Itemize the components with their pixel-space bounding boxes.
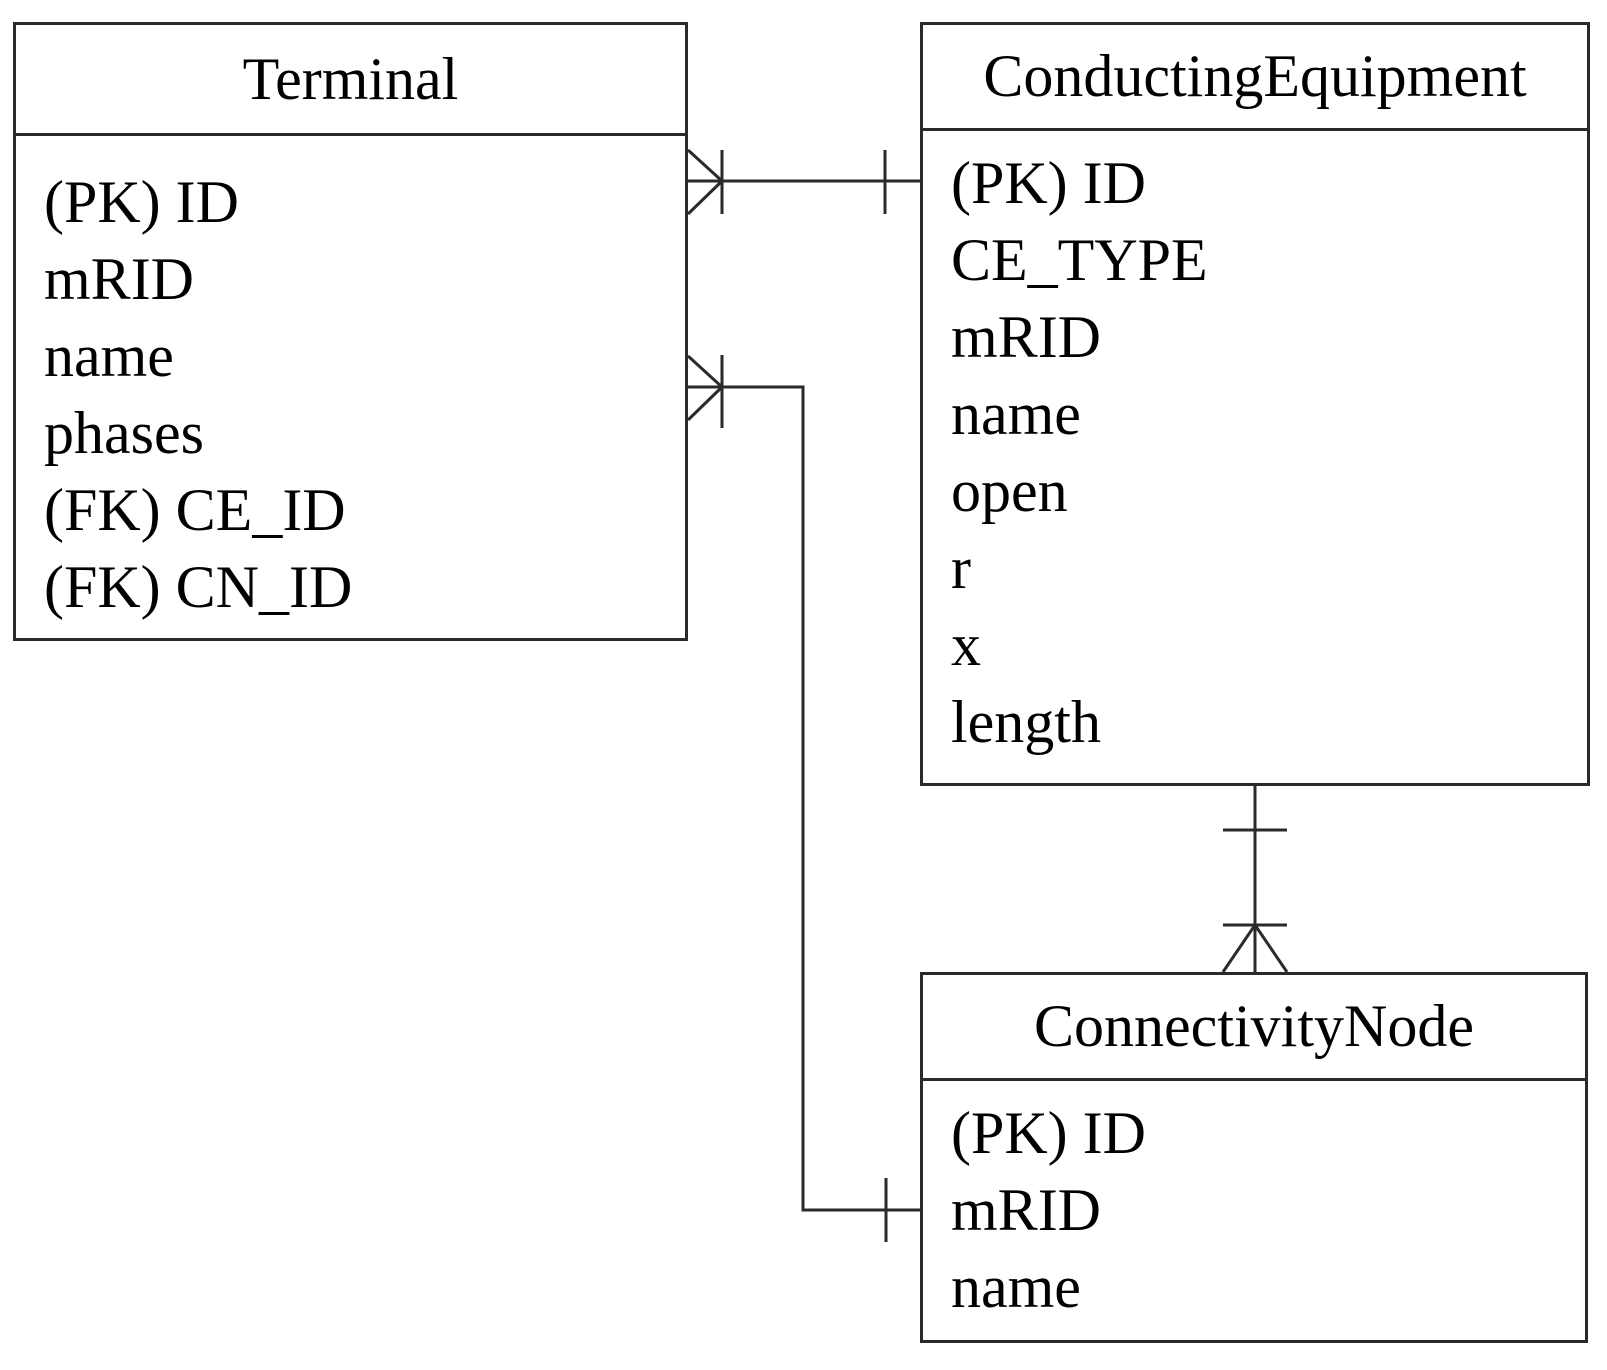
crows-foot-many-icon <box>1221 923 1289 973</box>
field-row: x <box>951 612 981 678</box>
field-row: mRID <box>951 304 1101 370</box>
entity-conductingequipment-title: ConductingEquipment <box>923 25 1587 131</box>
relationship-line <box>688 385 920 1212</box>
field-row: name <box>44 323 174 389</box>
field-row: (PK) ID <box>951 1100 1146 1166</box>
field-row: (FK) CN_ID <box>44 554 353 620</box>
relationship-terminal-conductingequipment <box>686 148 920 216</box>
relationship-terminal-connectivitynode <box>686 354 920 1242</box>
field-row: name <box>951 1254 1081 1320</box>
field-row: length <box>951 689 1101 755</box>
entity-connectivitynode-fields: (PK) ID mRID name <box>923 1081 1585 1326</box>
field-row: (PK) ID <box>951 150 1146 216</box>
field-row: mRID <box>44 246 194 312</box>
field-row: mRID <box>951 1177 1101 1243</box>
field-row: r <box>951 535 971 601</box>
crows-foot-many-icon <box>686 354 724 428</box>
entity-terminal: Terminal (PK) ID mRID name phases (FK) C… <box>13 22 688 641</box>
entity-conductingequipment: ConductingEquipment (PK) ID CE_TYPE mRID… <box>920 22 1590 786</box>
field-row: CE_TYPE <box>951 227 1208 293</box>
field-row: open <box>951 458 1068 524</box>
field-row: phases <box>44 400 204 466</box>
crows-foot-many-icon <box>686 148 724 216</box>
entity-connectivitynode-title: ConnectivityNode <box>923 975 1585 1081</box>
entity-connectivitynode: ConnectivityNode (PK) ID mRID name <box>920 972 1588 1343</box>
field-row: (PK) ID <box>44 169 239 235</box>
relationship-conductingequipment-connectivitynode <box>1221 786 1289 973</box>
entity-terminal-fields: (PK) ID mRID name phases (FK) CE_ID (FK)… <box>16 136 685 626</box>
field-row: name <box>951 381 1081 447</box>
field-row: (FK) CE_ID <box>44 477 346 543</box>
entity-conductingequipment-fields: (PK) ID CE_TYPE mRID name open r x lengt… <box>923 131 1587 761</box>
entity-terminal-title: Terminal <box>16 25 685 136</box>
